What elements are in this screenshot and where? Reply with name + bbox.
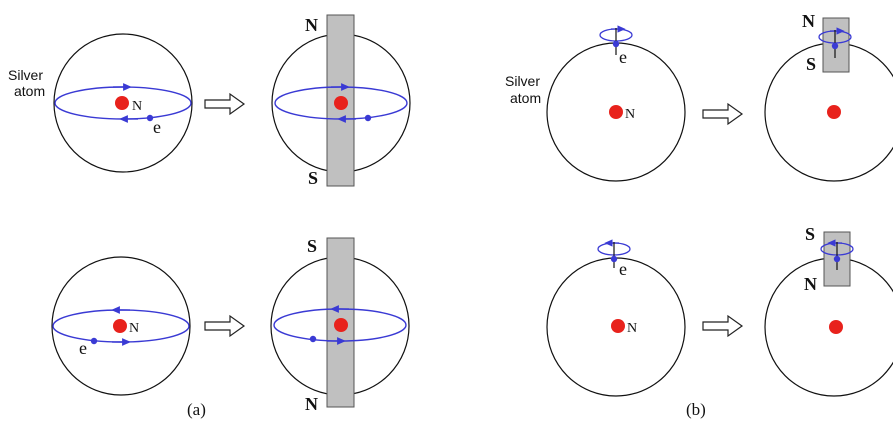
nucleus [829, 320, 843, 334]
nucleus [334, 318, 348, 332]
nucleus-label: N [625, 107, 635, 122]
nucleus-label: N [627, 321, 637, 336]
magnet-pole-top: S [805, 224, 815, 244]
nucleus [113, 319, 127, 333]
magnet-pole-bottom: N [804, 274, 817, 294]
atom-a1: N e [53, 33, 193, 173]
panel-a: Silver atom N e N S [8, 14, 411, 419]
nucleus-label: N [129, 321, 139, 336]
magnet-pole-top: S [307, 236, 317, 256]
hollow-right-arrow-icon [702, 102, 744, 126]
nucleus [115, 96, 129, 110]
nucleus [611, 319, 625, 333]
nucleus [827, 105, 841, 119]
atom-sphere [51, 256, 191, 396]
caption-a: (a) [187, 400, 206, 419]
atom-b1: e N [546, 25, 686, 182]
electron-label: e [153, 117, 161, 137]
silver-atom-label-b-line1: Silver [505, 73, 540, 89]
nucleus [609, 105, 623, 119]
silver-atom-label-a-line2: atom [14, 83, 45, 99]
silver-atom-label-a-line1: Silver [8, 67, 43, 83]
magnet-pole-top: N [305, 15, 318, 35]
hollow-right-arrow-icon [702, 314, 744, 338]
electron [610, 255, 618, 263]
electron [831, 42, 839, 50]
electron-label: e [619, 47, 627, 67]
hollow-right-arrow-icon [204, 314, 246, 338]
nucleus-label: N [132, 99, 142, 114]
electron [833, 255, 841, 263]
nucleus [334, 96, 348, 110]
atom-sphere [53, 33, 193, 173]
atom-a1-field: N S [271, 14, 411, 188]
atom-b2-field: S N [764, 224, 893, 397]
magnet-pole-bottom: N [305, 394, 318, 414]
atom-b2: e N [546, 239, 686, 397]
electron-label: e [619, 259, 627, 279]
electron-label: e [79, 338, 87, 358]
panel-b: Silver atom e N N S [505, 11, 893, 419]
atom-a2: N e [51, 256, 191, 396]
electron [90, 337, 98, 345]
atom-a2-field: S N [270, 236, 410, 414]
atom-b1-field: N S [764, 11, 893, 182]
silver-atom-label-b-line2: atom [510, 90, 541, 106]
electron [146, 114, 154, 122]
electron [364, 114, 372, 122]
hollow-right-arrow-icon [204, 92, 246, 116]
electron [309, 335, 317, 343]
magnet-pole-bottom: S [806, 54, 816, 74]
caption-b: (b) [686, 400, 706, 419]
electron [612, 40, 620, 48]
magnet-pole-top: N [802, 11, 815, 31]
magnet-pole-bottom: S [308, 168, 318, 188]
